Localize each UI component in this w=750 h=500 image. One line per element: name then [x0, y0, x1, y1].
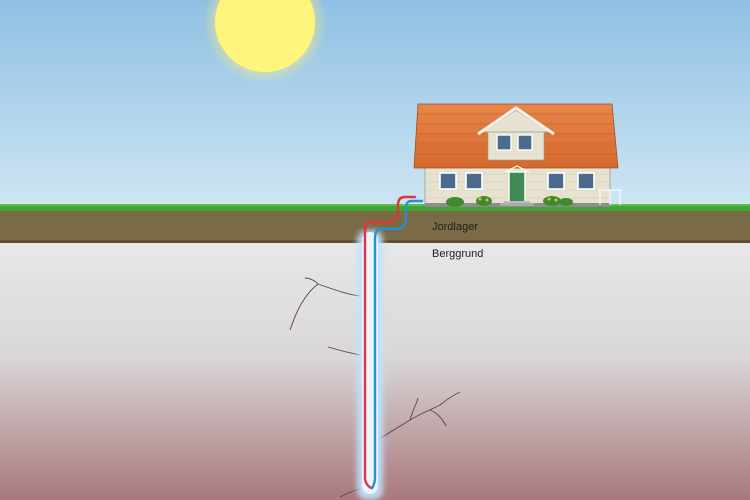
sky — [0, 0, 750, 210]
house-icon — [413, 103, 622, 207]
label-soil-layer: Jordlager — [432, 221, 478, 233]
label-bedrock: Berggrund — [432, 248, 484, 260]
borehole — [357, 230, 383, 500]
collector-pipe — [363, 195, 424, 490]
pipe-cold — [370, 199, 424, 490]
bedrock-cracks — [289, 277, 461, 498]
grass — [0, 204, 750, 211]
pipe-warm — [363, 195, 417, 490]
sun-icon — [203, 0, 327, 84]
